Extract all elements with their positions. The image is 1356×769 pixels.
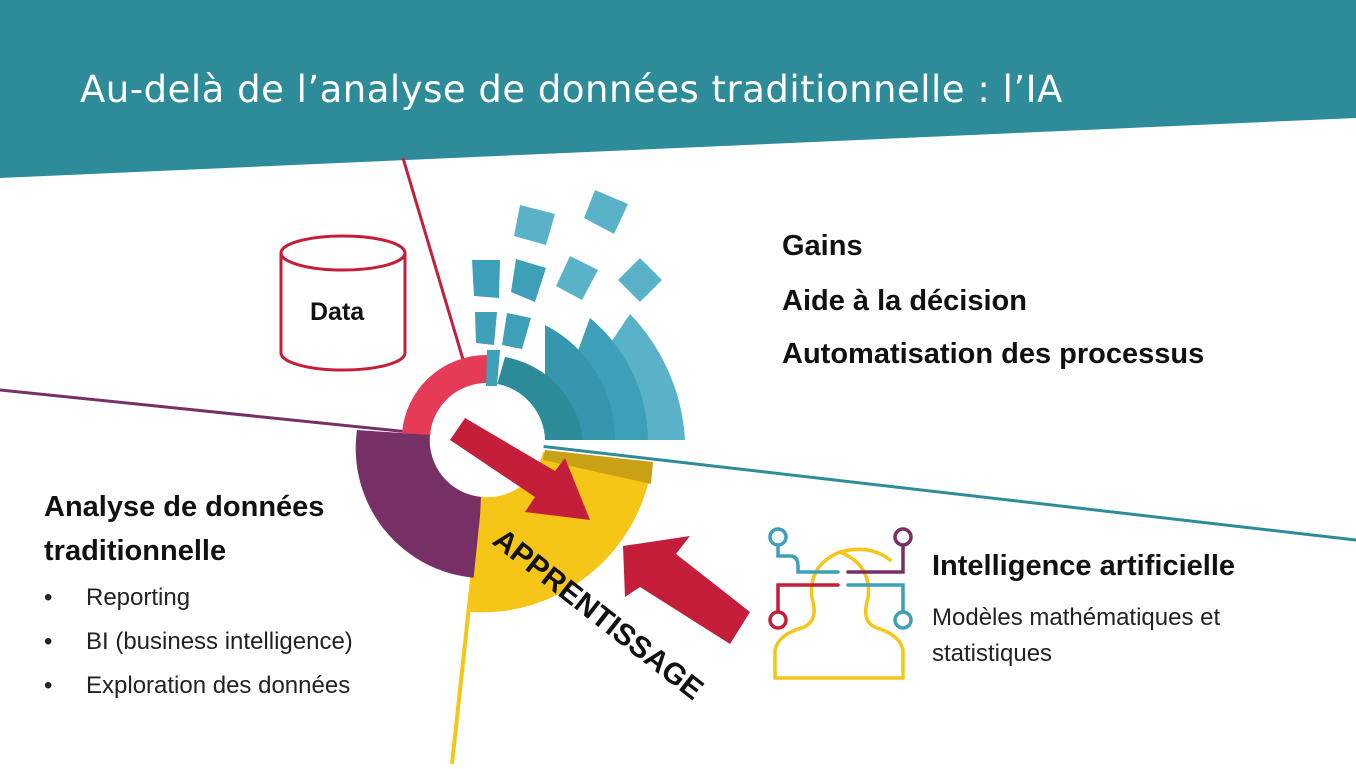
list-item: • Exploration des données <box>44 666 353 710</box>
database-icon <box>279 234 407 372</box>
bullet-icon: • <box>44 584 53 611</box>
header-band <box>0 0 1356 178</box>
segment-purple <box>355 430 481 578</box>
fan-ring-1 <box>497 357 583 440</box>
segment-olive <box>543 450 653 484</box>
ai-head-icon <box>768 527 913 680</box>
arrow-into-apprentissage <box>450 418 590 520</box>
segment-yellow <box>470 452 651 613</box>
divider-teal <box>486 438 1356 542</box>
analyse-heading: Analyse de données traditionnelle <box>44 491 325 567</box>
list-item-label: Reporting <box>86 584 191 611</box>
analyse-list: • Reporting • BI (business intelligence) •… <box>44 578 353 710</box>
gain-item: Automatisation des processus <box>782 338 1205 370</box>
list-item: • Reporting <box>44 578 353 622</box>
bullet-icon: • <box>44 628 53 655</box>
page-title: Au-delà de l’analyse de données traditio… <box>80 68 1063 111</box>
segment-pink <box>402 354 487 435</box>
pixel-tiles <box>472 190 662 386</box>
arrow-from-ia <box>623 536 750 644</box>
gain-item: Gains <box>782 230 863 262</box>
list-item-label: BI (business intelligence) <box>86 628 353 655</box>
bullet-icon: • <box>44 672 53 699</box>
ia-subtitle: Modèles mathématiques et statistiques <box>932 604 1221 667</box>
gain-item: Aide à la décision <box>782 285 1027 317</box>
data-label: Data <box>310 298 365 326</box>
list-item-label: Exploration des données <box>86 672 351 699</box>
list-item: • BI (business intelligence) <box>44 622 353 666</box>
ia-heading: Intelligence artificielle <box>932 550 1235 582</box>
